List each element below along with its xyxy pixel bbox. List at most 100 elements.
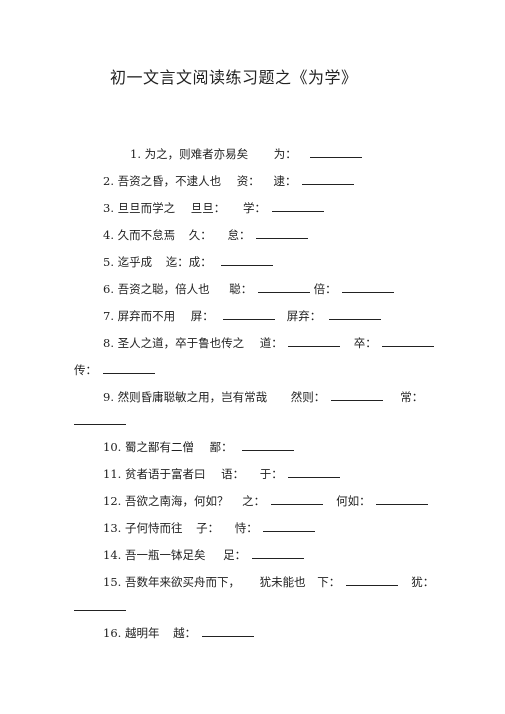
answer-blank[interactable]: [74, 600, 126, 611]
question-3: 3. 旦旦而学之 旦旦： 学：: [103, 201, 324, 215]
question-2: 2. 吾资之昏，不逮人也 资： 逮：: [103, 174, 355, 188]
term-label: 屏：: [190, 309, 214, 323]
term-label: 聪：: [229, 282, 253, 296]
question-text: 子何恃而往: [124, 521, 183, 535]
question-14: 14. 吾一瓶一钵足矣 足：: [103, 548, 304, 562]
question-number: 10.: [103, 440, 122, 454]
term-label: 然则：: [290, 390, 326, 404]
term-label: 学：: [242, 201, 266, 215]
question-number: 5.: [103, 255, 114, 269]
term-label: 逮：: [273, 174, 297, 188]
question-number: 6.: [103, 282, 114, 296]
question-number: 1.: [130, 147, 141, 161]
question-15: 15. 吾数年来欲买舟而下， 犹未能也 下： 犹：: [103, 575, 434, 589]
question-text: 贫者语于富者曰: [124, 467, 206, 481]
question-text: 然则昏庸聪敏之用，岂有常哉: [117, 390, 268, 404]
term-label: 语：: [221, 467, 245, 481]
answer-blank[interactable]: [251, 548, 304, 559]
term-label: 常：: [400, 390, 424, 404]
question-number: 3.: [103, 201, 114, 215]
term-label: 何如：: [336, 494, 371, 508]
question-text: 圣人之道，卒于鲁也传之: [117, 336, 245, 350]
answer-blank[interactable]: [74, 414, 126, 425]
answer-blank[interactable]: [257, 282, 310, 293]
question-text: 为之，则难者亦易矣: [144, 147, 249, 161]
question-text: 蜀之鄙有二僧: [124, 440, 194, 454]
question-15-continued: [74, 600, 126, 614]
question-number: 13.: [103, 521, 122, 535]
answer-blank[interactable]: [330, 390, 383, 401]
answer-blank[interactable]: [342, 282, 395, 293]
question-text: 吾一瓶一钵足矣: [124, 548, 206, 562]
question-text: 久而不怠焉: [117, 228, 176, 242]
question-1: 1. 为之，则难者亦易矣 为：: [130, 147, 363, 161]
question-number: 14.: [103, 548, 122, 562]
question-9-continued: [74, 414, 126, 428]
question-16: 16. 越明年 越：: [103, 626, 254, 640]
question-5: 5. 迄乎成 迄：成：: [103, 255, 274, 269]
answer-blank[interactable]: [345, 575, 398, 586]
question-number: 9.: [103, 390, 114, 404]
term-label: 传：: [74, 363, 97, 377]
question-text: 吾资之昏，不逮人也: [117, 174, 222, 188]
answer-blank[interactable]: [270, 494, 323, 505]
term-label: 于：: [259, 467, 283, 481]
question-9: 9. 然则昏庸聪敏之用，岂有常哉 然则： 常：: [103, 390, 423, 404]
answer-blank[interactable]: [288, 467, 341, 478]
term-label: 越：: [173, 626, 197, 640]
answer-blank[interactable]: [310, 147, 363, 158]
answer-blank[interactable]: [382, 336, 435, 347]
term-label: 卒：: [353, 336, 377, 350]
question-4: 4. 久而不怠焉 久： 怠：: [103, 228, 309, 242]
answer-blank[interactable]: [288, 336, 341, 347]
term-label: 子：: [196, 521, 220, 535]
page-title: 初一文言文阅读练习题之《为学》: [110, 68, 358, 87]
term-label: 道：: [259, 336, 283, 350]
question-number: 12.: [103, 494, 122, 508]
question-number: 2.: [103, 174, 114, 188]
term-label: 下：: [317, 575, 341, 589]
question-6: 6. 吾资之聪，倍人也 聪： 倍：: [103, 282, 395, 296]
term-label: 旦旦：: [190, 201, 226, 215]
answer-blank[interactable]: [201, 626, 254, 637]
question-number: 7.: [103, 309, 114, 323]
question-text: 旦旦而学之: [117, 201, 176, 215]
question-number: 8.: [103, 336, 114, 350]
term-label: 足：: [223, 548, 247, 562]
term-label: 屏弃：: [286, 309, 322, 323]
answer-blank[interactable]: [221, 255, 274, 266]
term-label: 之：: [242, 494, 266, 508]
question-13: 13. 子何恃而往 子： 恃：: [103, 521, 316, 535]
question-text: 越明年: [124, 626, 160, 640]
answer-blank[interactable]: [242, 440, 295, 451]
answer-blank[interactable]: [271, 201, 324, 212]
answer-blank[interactable]: [302, 174, 355, 185]
question-8-continued: 传：: [74, 363, 155, 377]
question-12: 12. 吾欲之南海，何如？ 之： 何如：: [103, 494, 429, 508]
term-label: 鄙：: [209, 440, 233, 454]
question-text: 吾资之聪，倍人也: [117, 282, 210, 296]
answer-blank[interactable]: [256, 228, 309, 239]
answer-blank[interactable]: [102, 363, 155, 374]
term-label: 倍：: [313, 282, 337, 296]
question-text: 犹未能也: [259, 575, 306, 589]
answer-blank[interactable]: [376, 494, 429, 505]
answer-blank[interactable]: [263, 521, 316, 532]
question-text: 屏弃而不用: [117, 309, 176, 323]
term-label: 久：: [188, 228, 212, 242]
term-label: 资：: [236, 174, 260, 188]
answer-blank[interactable]: [223, 309, 276, 320]
question-number: 15.: [103, 575, 122, 589]
question-7: 7. 屏弃而不用 屏： 屏弃：: [103, 309, 381, 323]
question-number: 11.: [103, 467, 122, 481]
question-8: 8. 圣人之道，卒于鲁也传之 道： 卒：: [103, 336, 435, 350]
question-number: 4.: [103, 228, 114, 242]
term-label: 犹：: [411, 575, 435, 589]
question-text: 吾欲之南海，何如？: [124, 494, 229, 508]
term-label: 怠：: [227, 228, 251, 242]
term-label: 恃：: [234, 521, 258, 535]
question-number: 16.: [103, 626, 122, 640]
question-11: 11. 贫者语于富者曰 语： 于：: [103, 467, 341, 481]
answer-blank[interactable]: [328, 309, 381, 320]
